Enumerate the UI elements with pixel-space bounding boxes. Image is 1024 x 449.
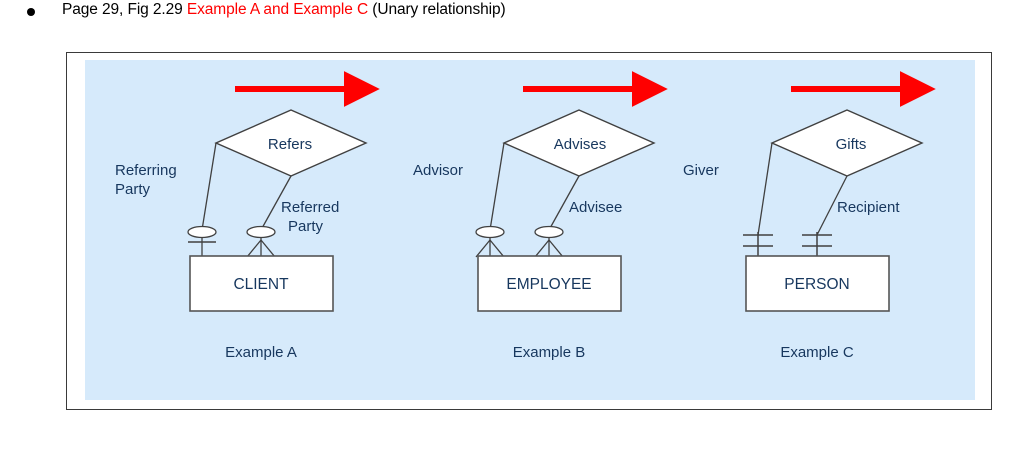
cardinality-zero-or-many-b-left xyxy=(475,225,505,258)
connector-left-c xyxy=(757,142,773,236)
connector-left-b xyxy=(489,142,505,231)
entity-label-a: CLIENT xyxy=(233,276,289,293)
cardinality-one-and-only-one-c-right xyxy=(802,232,832,257)
entity-box-b xyxy=(477,255,622,312)
role-label-right-a-line1: Referred xyxy=(281,199,339,216)
relationship-label-a: Refers xyxy=(268,136,312,153)
figure-panel: Refers CLIENT Referring Party xyxy=(85,60,975,400)
role-label-right-a-line2: Party xyxy=(288,218,324,235)
caption-b: Example B xyxy=(513,344,586,361)
connector-right-a xyxy=(260,175,292,231)
header-bullet-line: Page 29, Fig 2.29 Example A and Example … xyxy=(0,0,1024,32)
cardinality-one-and-only-one-c-left xyxy=(743,232,773,257)
role-label-left-a-line2: Party xyxy=(115,181,151,198)
role-label-right-b-line1: Advisee xyxy=(569,199,622,216)
example-b-group: Advises EMPLOYEE Advisor Advisee Example… xyxy=(413,71,668,361)
bullet-point-icon xyxy=(27,8,35,16)
entity-label-b: EMPLOYEE xyxy=(506,276,591,293)
example-c-group: Gifts PERSON Giver Recipient Example C xyxy=(683,71,936,361)
connector-left-a xyxy=(201,142,217,231)
cardinality-zero-or-one-a xyxy=(187,225,217,257)
role-label-right-c-line1: Recipient xyxy=(837,199,900,216)
role-label-left-b-line1: Advisor xyxy=(413,162,463,179)
caption-a: Example A xyxy=(225,344,297,361)
entity-box-c xyxy=(745,255,890,312)
header-prefix-text: Page 29, Fig 2.29 xyxy=(62,1,187,18)
example-a-group: Refers CLIENT Referring Party xyxy=(115,71,380,361)
header-suffix-text: (Unary relationship) xyxy=(368,1,506,18)
er-diagram-canvas: Refers CLIENT Referring Party xyxy=(115,71,936,361)
role-label-left-c-line1: Giver xyxy=(683,162,719,179)
caption-c: Example C xyxy=(780,344,854,361)
page-title: Page 29, Fig 2.29 Example A and Example … xyxy=(62,1,506,19)
role-label-left-a-line1: Referring xyxy=(115,162,177,179)
entity-label-c: PERSON xyxy=(784,276,849,293)
cardinality-zero-or-many-a xyxy=(246,225,276,258)
connector-right-c xyxy=(816,175,848,236)
connector-right-b xyxy=(548,175,580,231)
relationship-label-b: Advises xyxy=(554,136,607,153)
entity-box-a xyxy=(189,255,334,312)
cardinality-zero-or-many-b-right xyxy=(534,225,564,258)
relationship-label-c: Gifts xyxy=(836,136,867,153)
header-highlight-text: Example A and Example C xyxy=(186,1,369,18)
